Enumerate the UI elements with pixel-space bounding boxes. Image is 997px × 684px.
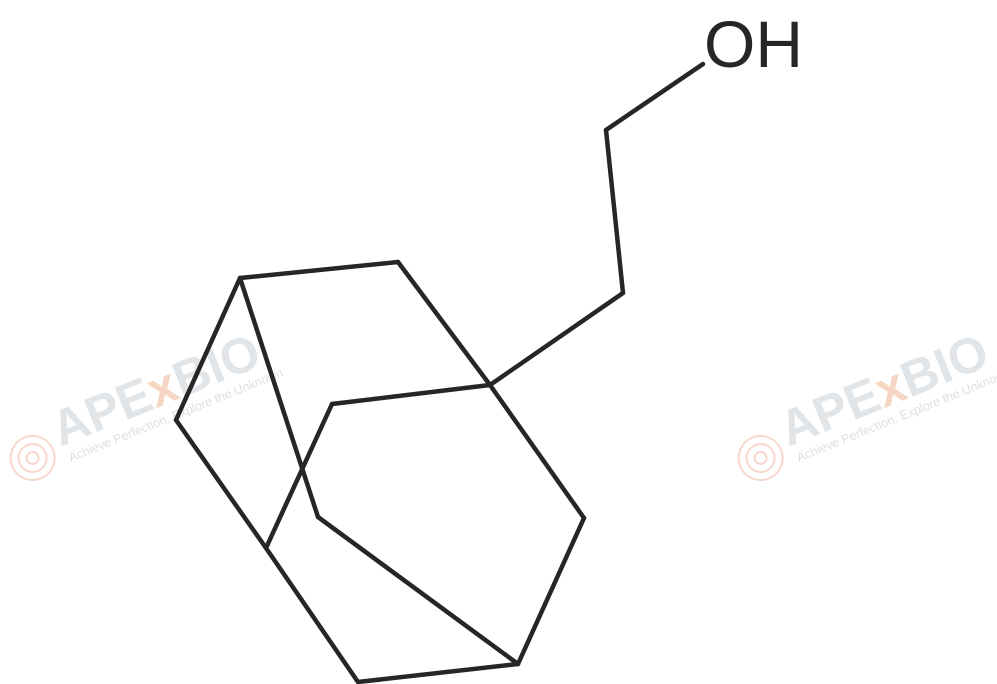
bond-cage-1 bbox=[395, 259, 493, 388]
watermark-right: APExBIO Achieve Perfection, Explore the … bbox=[737, 323, 997, 481]
bond-cage-5 bbox=[263, 545, 361, 684]
watermark-logo-icon bbox=[9, 434, 56, 481]
bond-c-o bbox=[603, 61, 706, 133]
bond-cage-10 bbox=[263, 401, 335, 551]
atom-label-oh: OH bbox=[704, 7, 803, 81]
bond-cage-3 bbox=[173, 275, 243, 423]
bond-cage-2 bbox=[237, 259, 401, 281]
bond-cage-6 bbox=[355, 661, 521, 684]
bond-cage-12 bbox=[315, 514, 521, 667]
bond-cage-7 bbox=[515, 515, 587, 667]
watermark-left: APExBIO Achieve Perfection, Explore the … bbox=[9, 323, 285, 481]
bond-chain-1 bbox=[603, 127, 626, 296]
bond-cage-4 bbox=[173, 417, 269, 551]
bond-network bbox=[173, 61, 706, 684]
bond-chain-2 bbox=[487, 290, 626, 388]
bond-cage-9 bbox=[329, 382, 493, 407]
bond-cage-8 bbox=[487, 382, 587, 521]
bond-cage-11 bbox=[237, 275, 321, 520]
watermark-logo-icon bbox=[737, 434, 784, 481]
